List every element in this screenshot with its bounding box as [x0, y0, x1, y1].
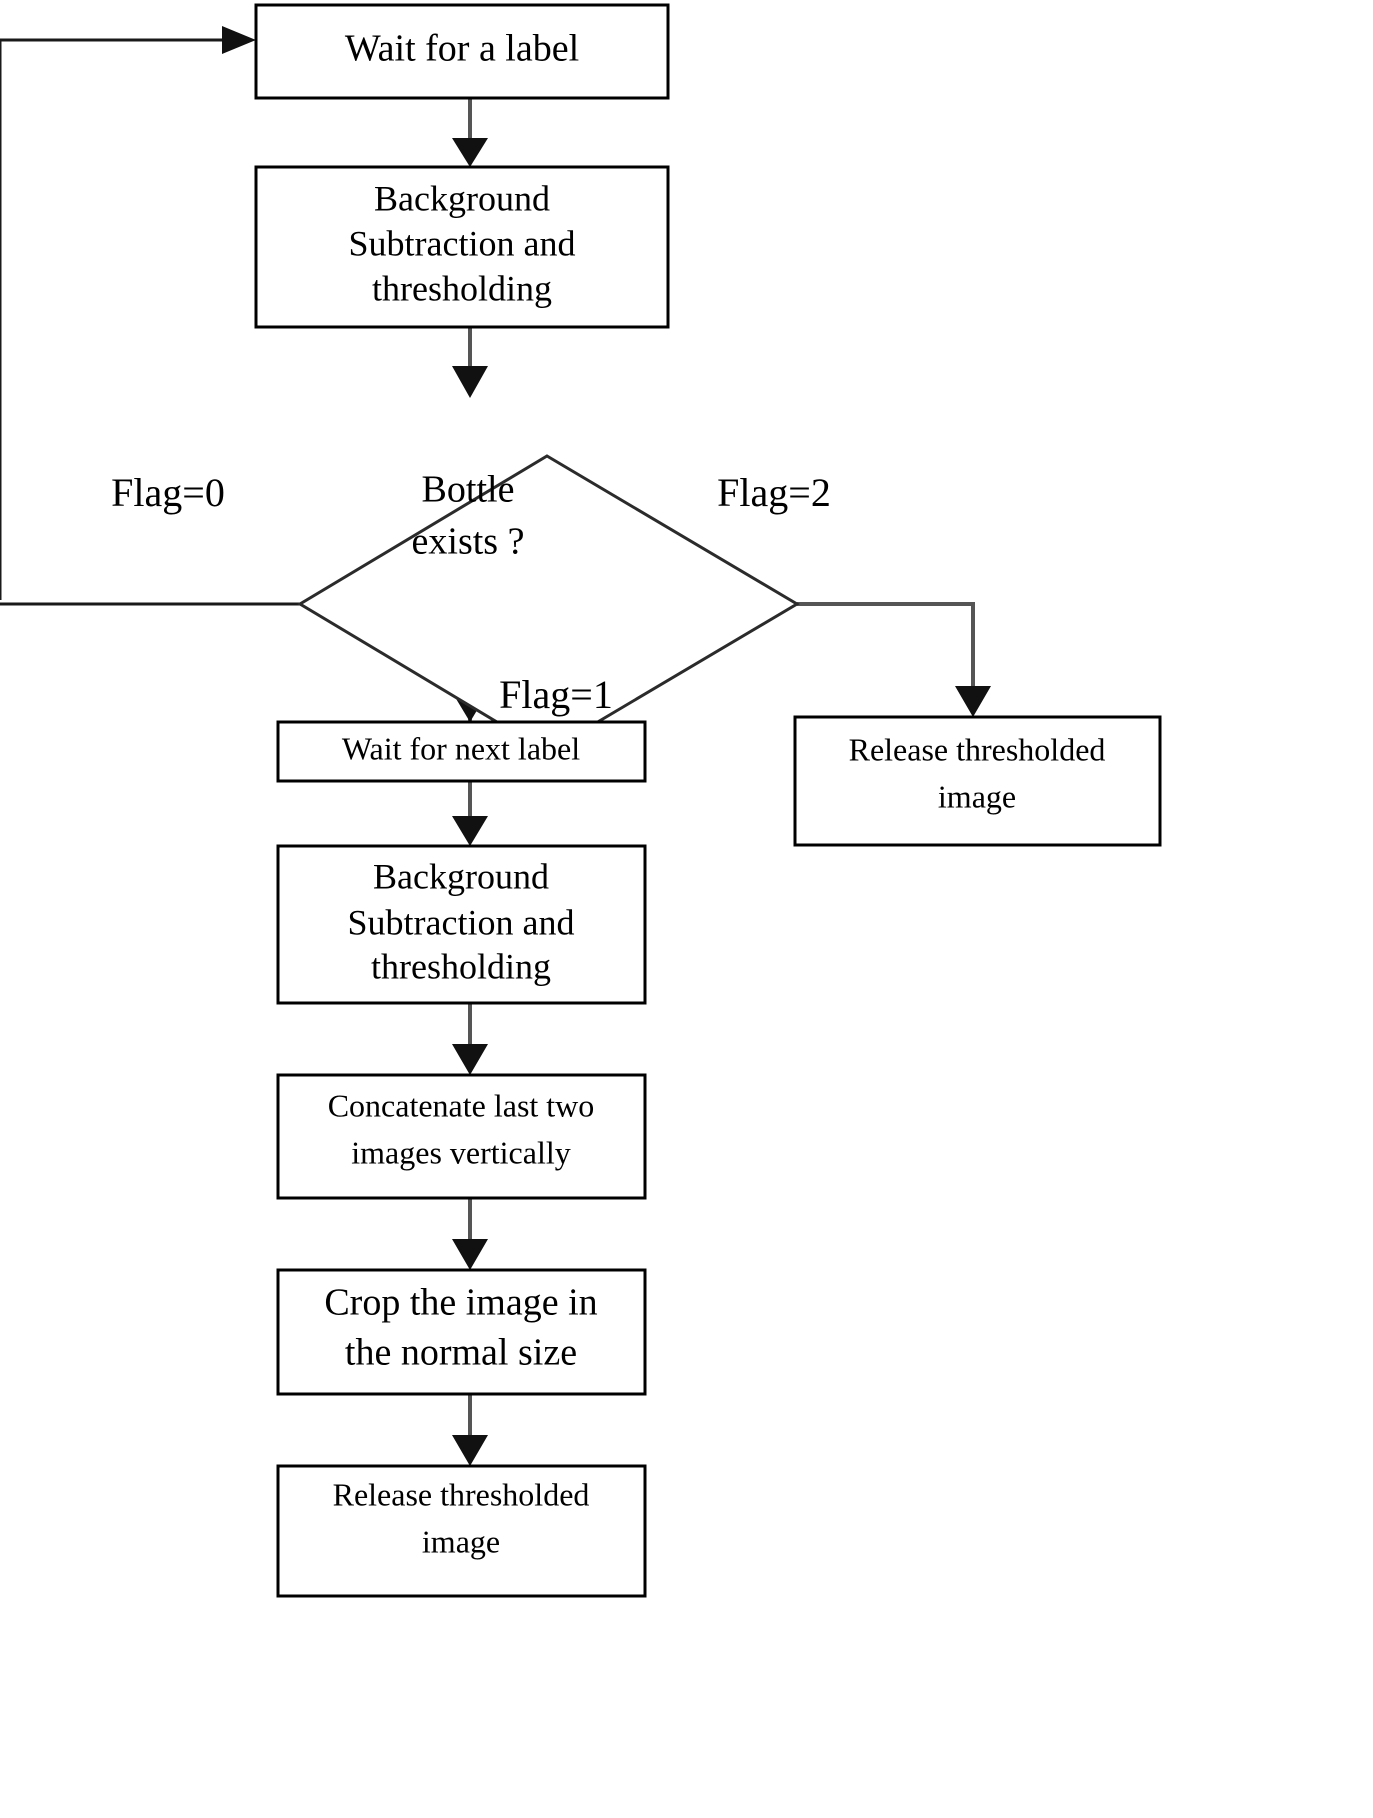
arrowhead-icon: [452, 1044, 488, 1075]
arrowhead-icon: [452, 816, 488, 846]
node-bg-sub-1-line-0: Background: [374, 178, 550, 218]
node-concatenate[interactable]: Concatenate last two images vertically: [276, 1073, 647, 1200]
edge-label-flag2: Flag=2: [717, 470, 831, 515]
arrowhead-icon: [955, 686, 991, 717]
node-bottle-exists-line-0: Bottle: [422, 469, 515, 511]
node-concatenate-line-0: Concatenate last two: [328, 1087, 595, 1123]
node-bottle-exists[interactable]: Bottle exists ?: [297, 454, 800, 754]
node-bg-sub-2-line-2: thresholding: [371, 946, 551, 986]
node-release-right-line-1: image: [938, 778, 1016, 814]
node-bg-sub-2-line-1: Subtraction and: [348, 902, 575, 942]
arrowhead-icon: [452, 1435, 488, 1466]
node-wait-next-label[interactable]: Wait for next label: [276, 720, 647, 783]
arrowhead-icon: [222, 26, 256, 54]
edge-bg-sub-2-to-concatenate: [452, 1003, 488, 1075]
node-wait-label-line-0: Wait for a label: [345, 28, 579, 70]
node-bottle-exists-line-1: exists ?: [412, 521, 525, 563]
node-crop-line-1: the normal size: [345, 1332, 577, 1374]
edge-concatenate-to-crop: [452, 1198, 488, 1270]
arrowhead-icon: [452, 366, 488, 398]
edge-label-flag1: Flag=1: [499, 672, 613, 717]
node-wait-label[interactable]: Wait for a label: [254, 3, 670, 100]
node-release-bottom[interactable]: Release thresholded image: [276, 1464, 647, 1598]
node-wait-next-label-line-0: Wait for next label: [342, 730, 580, 766]
node-bg-sub-2-line-0: Background: [373, 856, 549, 896]
node-crop[interactable]: Crop the image in the normal size: [276, 1268, 647, 1396]
edge-wait-next-to-bg-sub-2: [452, 781, 488, 846]
edge-wait-label-to-bg-sub-1: [452, 98, 488, 167]
node-crop-line-0: Crop the image in: [324, 1282, 597, 1324]
edge-label-flag0: Flag=0: [111, 470, 225, 515]
edge-bg-sub-1-to-bottle-exists: [452, 327, 488, 398]
node-bg-sub-2[interactable]: Background Subtraction and thresholding: [276, 844, 647, 1005]
arrowhead-icon: [452, 1239, 488, 1270]
edge-flag2-right: [797, 602, 991, 717]
node-bg-sub-1-line-1: Subtraction and: [349, 223, 576, 263]
node-bg-sub-1-line-2: thresholding: [372, 268, 552, 308]
edge-crop-to-release-bottom: [452, 1394, 488, 1466]
node-release-bottom-line-0: Release thresholded: [333, 1476, 590, 1512]
node-release-right-line-0: Release thresholded: [849, 731, 1106, 767]
node-release-right[interactable]: Release thresholded image: [793, 715, 1162, 847]
node-bg-sub-1[interactable]: Background Subtraction and thresholding: [254, 165, 670, 329]
node-release-bottom-line-1: image: [422, 1523, 500, 1559]
node-concatenate-line-1: images vertically: [351, 1134, 570, 1170]
arrowhead-icon: [452, 138, 488, 167]
edge-loopback-to-wait-label: [0, 26, 256, 600]
